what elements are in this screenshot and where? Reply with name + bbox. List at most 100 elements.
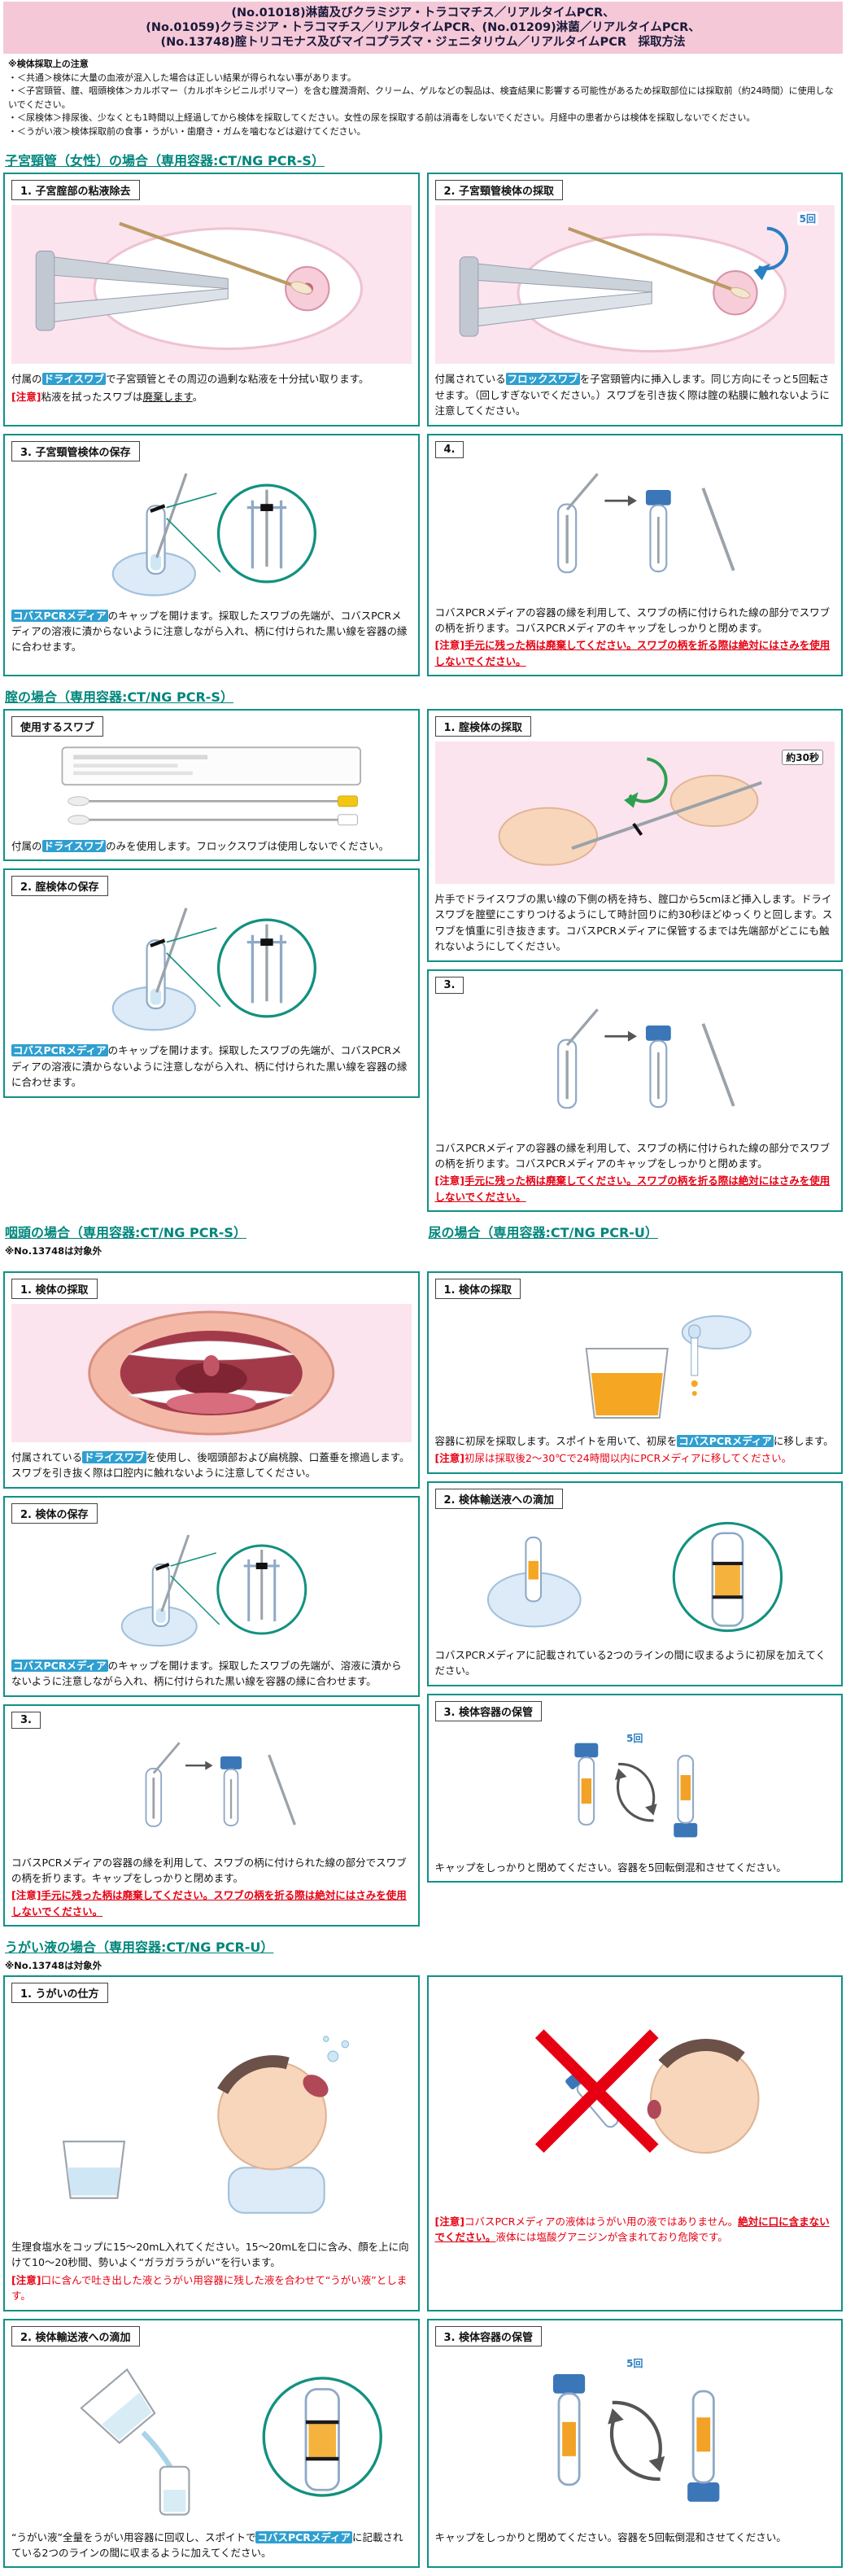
- tube-invert-illustration: 5回: [434, 2351, 835, 2522]
- step-text: 付属されているドライスワブを使用し、後咽頭部および扁桃腺、口蓋垂を擦過します。ス…: [11, 1451, 410, 1480]
- urine-section-head: 尿の場合（専用容器:CT/NG PCR-U）: [427, 1222, 844, 1264]
- note-common: ・＜共通＞検体に大量の血液が混入した場合は正しい結果が得られない事があります。: [8, 72, 356, 83]
- tube-invert-icon: [435, 2351, 835, 2522]
- gargle-step-3-card: 3. 検体容器の保管 5回 キャップをしっかりと閉めてください。容器を5回転倒混…: [426, 2318, 843, 2569]
- step-text: 付属のドライスワブのみを使用します。フロックスワブは使用しないでください。: [11, 840, 390, 852]
- speculum-swab-icon: [35, 222, 364, 351]
- gargle-step-1-card: 1. うがいの仕方 生理食塩水をコップに15〜20mL入れてください。15〜20…: [3, 1975, 420, 2311]
- tube-break-illustration: [11, 1733, 412, 1848]
- vagina-left-column: 使用するスワブ 付属のドライスワブのみを使用: [3, 709, 420, 1098]
- step-note: [注意]手元に残った柄は廃棄してください。スワブの柄を折る際は絶対にはさみを使用…: [11, 1889, 407, 1918]
- step-note: [注意]手元に残った柄は廃棄してください。スワブの柄を折る際は絶対にはさみを使用…: [434, 1174, 831, 1203]
- urine-step-3-card: 3. 検体容器の保管 5回 キャップをしっかりと閉めてください。容器を5回転倒混…: [426, 1693, 843, 1883]
- step-text: コバスPCRメディアに記載されている2つのラインの間に収まるように初尿を加えてく…: [434, 1648, 826, 1677]
- gargle-card-grid: 1. うがいの仕方 生理食塩水をコップに15〜20mL入れてください。15〜20…: [3, 1975, 843, 2569]
- step-note: [注意]口に含んで吐き出した液とうがい用容器に残した液を合わせて“うがい液”とし…: [11, 2273, 408, 2303]
- step-title: 3. 検体容器の保管: [434, 2325, 543, 2346]
- gargling-person-icon: [62, 2036, 350, 2214]
- cervix-step-2-card: 2. 子宮頸管検体の採取 5回 付属されているフロックスワブを子宮頸管内に挿入し…: [426, 173, 843, 426]
- step-title: 1. 腟検体の採取: [434, 716, 532, 737]
- invert-count-label: 5回: [623, 1730, 647, 1745]
- step-title: 1. 検体の採取: [434, 1279, 521, 1299]
- step-text: コバスPCRメディアの容器の縁を利用して、スワブの柄に付けられた線の部分でスワブ…: [434, 606, 831, 634]
- swab-break-icon: [556, 471, 735, 574]
- step-note: [注意]粘液を拭ったスワブは廃棄します。: [11, 390, 203, 403]
- tube-save-illustration: [11, 1528, 412, 1651]
- tube-break-illustration: [434, 998, 835, 1133]
- urine-cup-pipette-icon: [585, 1315, 752, 1419]
- step-text: 片手でドライスワブの黒い線の下側の柄を持ち、腟口から5cmほど挿入します。ドライ…: [434, 893, 833, 953]
- gargle-illustration: [11, 2008, 412, 2232]
- section-title-vagina: 腟の場合（専用容器:CT/NG PCR-S）: [5, 689, 233, 705]
- no-drink-person-icon: [534, 2029, 760, 2154]
- tube-invert-illustration: 5回: [434, 1725, 835, 1852]
- vagina-step-3-card: 3. コバスPCRメディアの容器の縁を利用して、スワブの柄に付けられた線の部分で…: [426, 969, 843, 1212]
- pour-into-tube-icon: [80, 2368, 382, 2516]
- invert-count-label: 5回: [623, 2355, 647, 2370]
- step-text: 付属されているフロックスワブを子宮頸管内に挿入します。同じ方向にそっと5回転させ…: [434, 373, 830, 418]
- cervix-step-3-card: 3. 子宮頸管検体の保存 コバスPCRメディアのキャップを開けます。採取したスワ…: [3, 433, 420, 676]
- document-header: (No.01018)淋菌及びクラミジア・トラコマチス／リアルタイムPCR、 (N…: [3, 2, 843, 55]
- urine-column: 尿の場合（専用容器:CT/NG PCR-U） 1. 検体の採取 容器に初尿を: [426, 1222, 844, 1883]
- gargle-pour-illustration: [11, 2351, 412, 2522]
- swab-kit-illustration: [11, 741, 412, 831]
- step-text: コバスPCRメディアのキャップを開けます。採取したスワブの先端が、溶液に漬からな…: [11, 1659, 402, 1688]
- gargle-step-2-card: 2. 検体輸送液への滴加 “うがい液”全量をうがい用容器に回収し、スポイトでコバ…: [3, 2318, 420, 2569]
- tube-save-illustration: [11, 466, 412, 601]
- step-title: 1. 検体の採取: [11, 1279, 98, 1299]
- step-note: [注意]手元に残った柄は廃棄してください。スワブの柄を折る際は絶対にはさみを使用…: [434, 639, 831, 667]
- step-title: 1. 子宮腟部の粘液除去: [11, 180, 140, 201]
- step-title: 使用するスワブ: [11, 716, 104, 737]
- step-text: 容器に初尿を採取します。スポイトを用いて、初尿をコバスPCRメディアに移します。: [434, 1435, 834, 1447]
- vagina-right-column: 1. 腟検体の採取 約30秒 片手でドライスワブの黒い線の下側の柄を持ち、腟口か…: [426, 709, 843, 1212]
- step-text: 付属のドライスワブで子宮頸管とその周辺の過剰な粘液を十分拭い取ります。: [11, 373, 369, 386]
- tube-save-illustration: [11, 901, 412, 1036]
- step-text: 生理食塩水をコップに15〜20mL入れてください。15〜20mLを口に含み、顔を…: [11, 2241, 409, 2269]
- urine-collect-illustration: [434, 1304, 835, 1426]
- step-title: 1. うがいの仕方: [11, 1983, 108, 2003]
- step-text: コバスPCRメディアのキャップを開けます。採取したスワブの先端が、コバスPCRメ…: [11, 1044, 408, 1089]
- section-title-cervix: 子宮頸管（女性）の場合（専用容器:CT/NG PCR-S）: [5, 153, 325, 169]
- step-text: キャップをしっかりと閉めてください。容器を5回転倒混和させてください。: [434, 2530, 787, 2543]
- step-title: 2. 検体輸送液への滴加: [434, 1488, 564, 1509]
- swab-into-tube-icon: [11, 466, 412, 601]
- throat-column: 咽頭の場合（専用容器:CT/NG PCR-S） ※No.13748は対象外 1.…: [3, 1222, 420, 1927]
- cervix-card-grid: 1. 子宮腟部の粘液除去 付属のドライスワブで子宮頸管とその周辺の過剰な粘液を十…: [3, 173, 843, 676]
- throat-step-1-card: 1. 検体の採取 付属されているドライスワブを使用し、後咽頭部および扁桃腺、口蓋…: [3, 1271, 420, 1489]
- duration-label: 約30秒: [782, 750, 823, 765]
- step-text: キャップをしっかりと閉めてください。容器を5回転倒混和させてください。: [434, 1861, 787, 1874]
- cervix-swab-illustration: 5回: [434, 205, 835, 365]
- header-line-3: (No.13748)腟トリコモナス及びマイコプラズマ・ジェニタリウム／リアルタイ…: [160, 36, 686, 50]
- step-title: 2. 腟検体の保存: [11, 876, 108, 897]
- throat-urine-columns: 咽頭の場合（専用容器:CT/NG PCR-S） ※No.13748は対象外 1.…: [3, 1222, 843, 1927]
- header-line-2: (No.01059)クラミジア・トラコマチス／リアルタイムPCR、(No.012…: [146, 21, 700, 35]
- swab-package-icon: [61, 746, 361, 826]
- section-subtitle-gargle: ※No.13748は対象外: [5, 1960, 102, 1971]
- throat-step-3-card: 3. コバスPCRメディアの容器の縁を利用して、スワブの柄に付けられた線の部分で…: [3, 1703, 420, 1927]
- step-title: 3.: [11, 1711, 41, 1729]
- gargle-warning-card: [注意]コバスPCRメディアの液体はうがい用の液ではありません。絶対に口に含まな…: [426, 1975, 843, 2311]
- step-note: [注意]初尿は採取後2〜30℃で24時間以内にPCRメディアに移してください。: [434, 1452, 792, 1465]
- mucus-removal-illustration: [11, 205, 412, 365]
- swab-break-icon: [144, 1741, 297, 1828]
- speculum-flocked-swab-icon: [459, 227, 788, 353]
- step-title: 2. 検体輸送液への滴加: [11, 2325, 140, 2346]
- step-text: コバスPCRメディアの容器の縁を利用して、スワブの柄に付けられた線の部分でスワブ…: [11, 1856, 407, 1884]
- step-title: 3. 検体容器の保管: [434, 1700, 543, 1721]
- hands-swab-icon: [498, 757, 762, 866]
- section-title-urine: 尿の場合（専用容器:CT/NG PCR-U）: [428, 1225, 658, 1240]
- note-gargle: ・＜うがい液＞検体採取前の食事・うがい・歯磨き・ガムを噛むなどは避けてください。: [8, 125, 366, 137]
- collection-notes: ※検体採取上の注意 ・＜共通＞検体に大量の血液が混入した場合は正しい結果が得られ…: [3, 54, 843, 140]
- note-urine: ・＜尿検体＞排尿後、少なくとも1時間以上経過してから検体を採取してください。女性…: [8, 112, 756, 124]
- step-title: 4.: [434, 440, 464, 458]
- section-subtitle-throat: ※No.13748は対象外: [5, 1245, 102, 1257]
- vagina-swab-kit-card: 使用するスワブ 付属のドライスワブのみを使用: [3, 709, 420, 862]
- tube-invert-icon: [573, 1741, 699, 1839]
- vagina-swab-illustration: 約30秒: [434, 741, 835, 884]
- swab-break-icon: [556, 1007, 735, 1109]
- tube-break-illustration: [434, 462, 835, 597]
- throat-section-head: 咽頭の場合（専用容器:CT/NG PCR-S） ※No.13748は対象外: [3, 1222, 420, 1264]
- step-title: 3. 子宮頸管検体の保存: [11, 440, 140, 461]
- step-title: 2. 検体の保存: [11, 1502, 98, 1524]
